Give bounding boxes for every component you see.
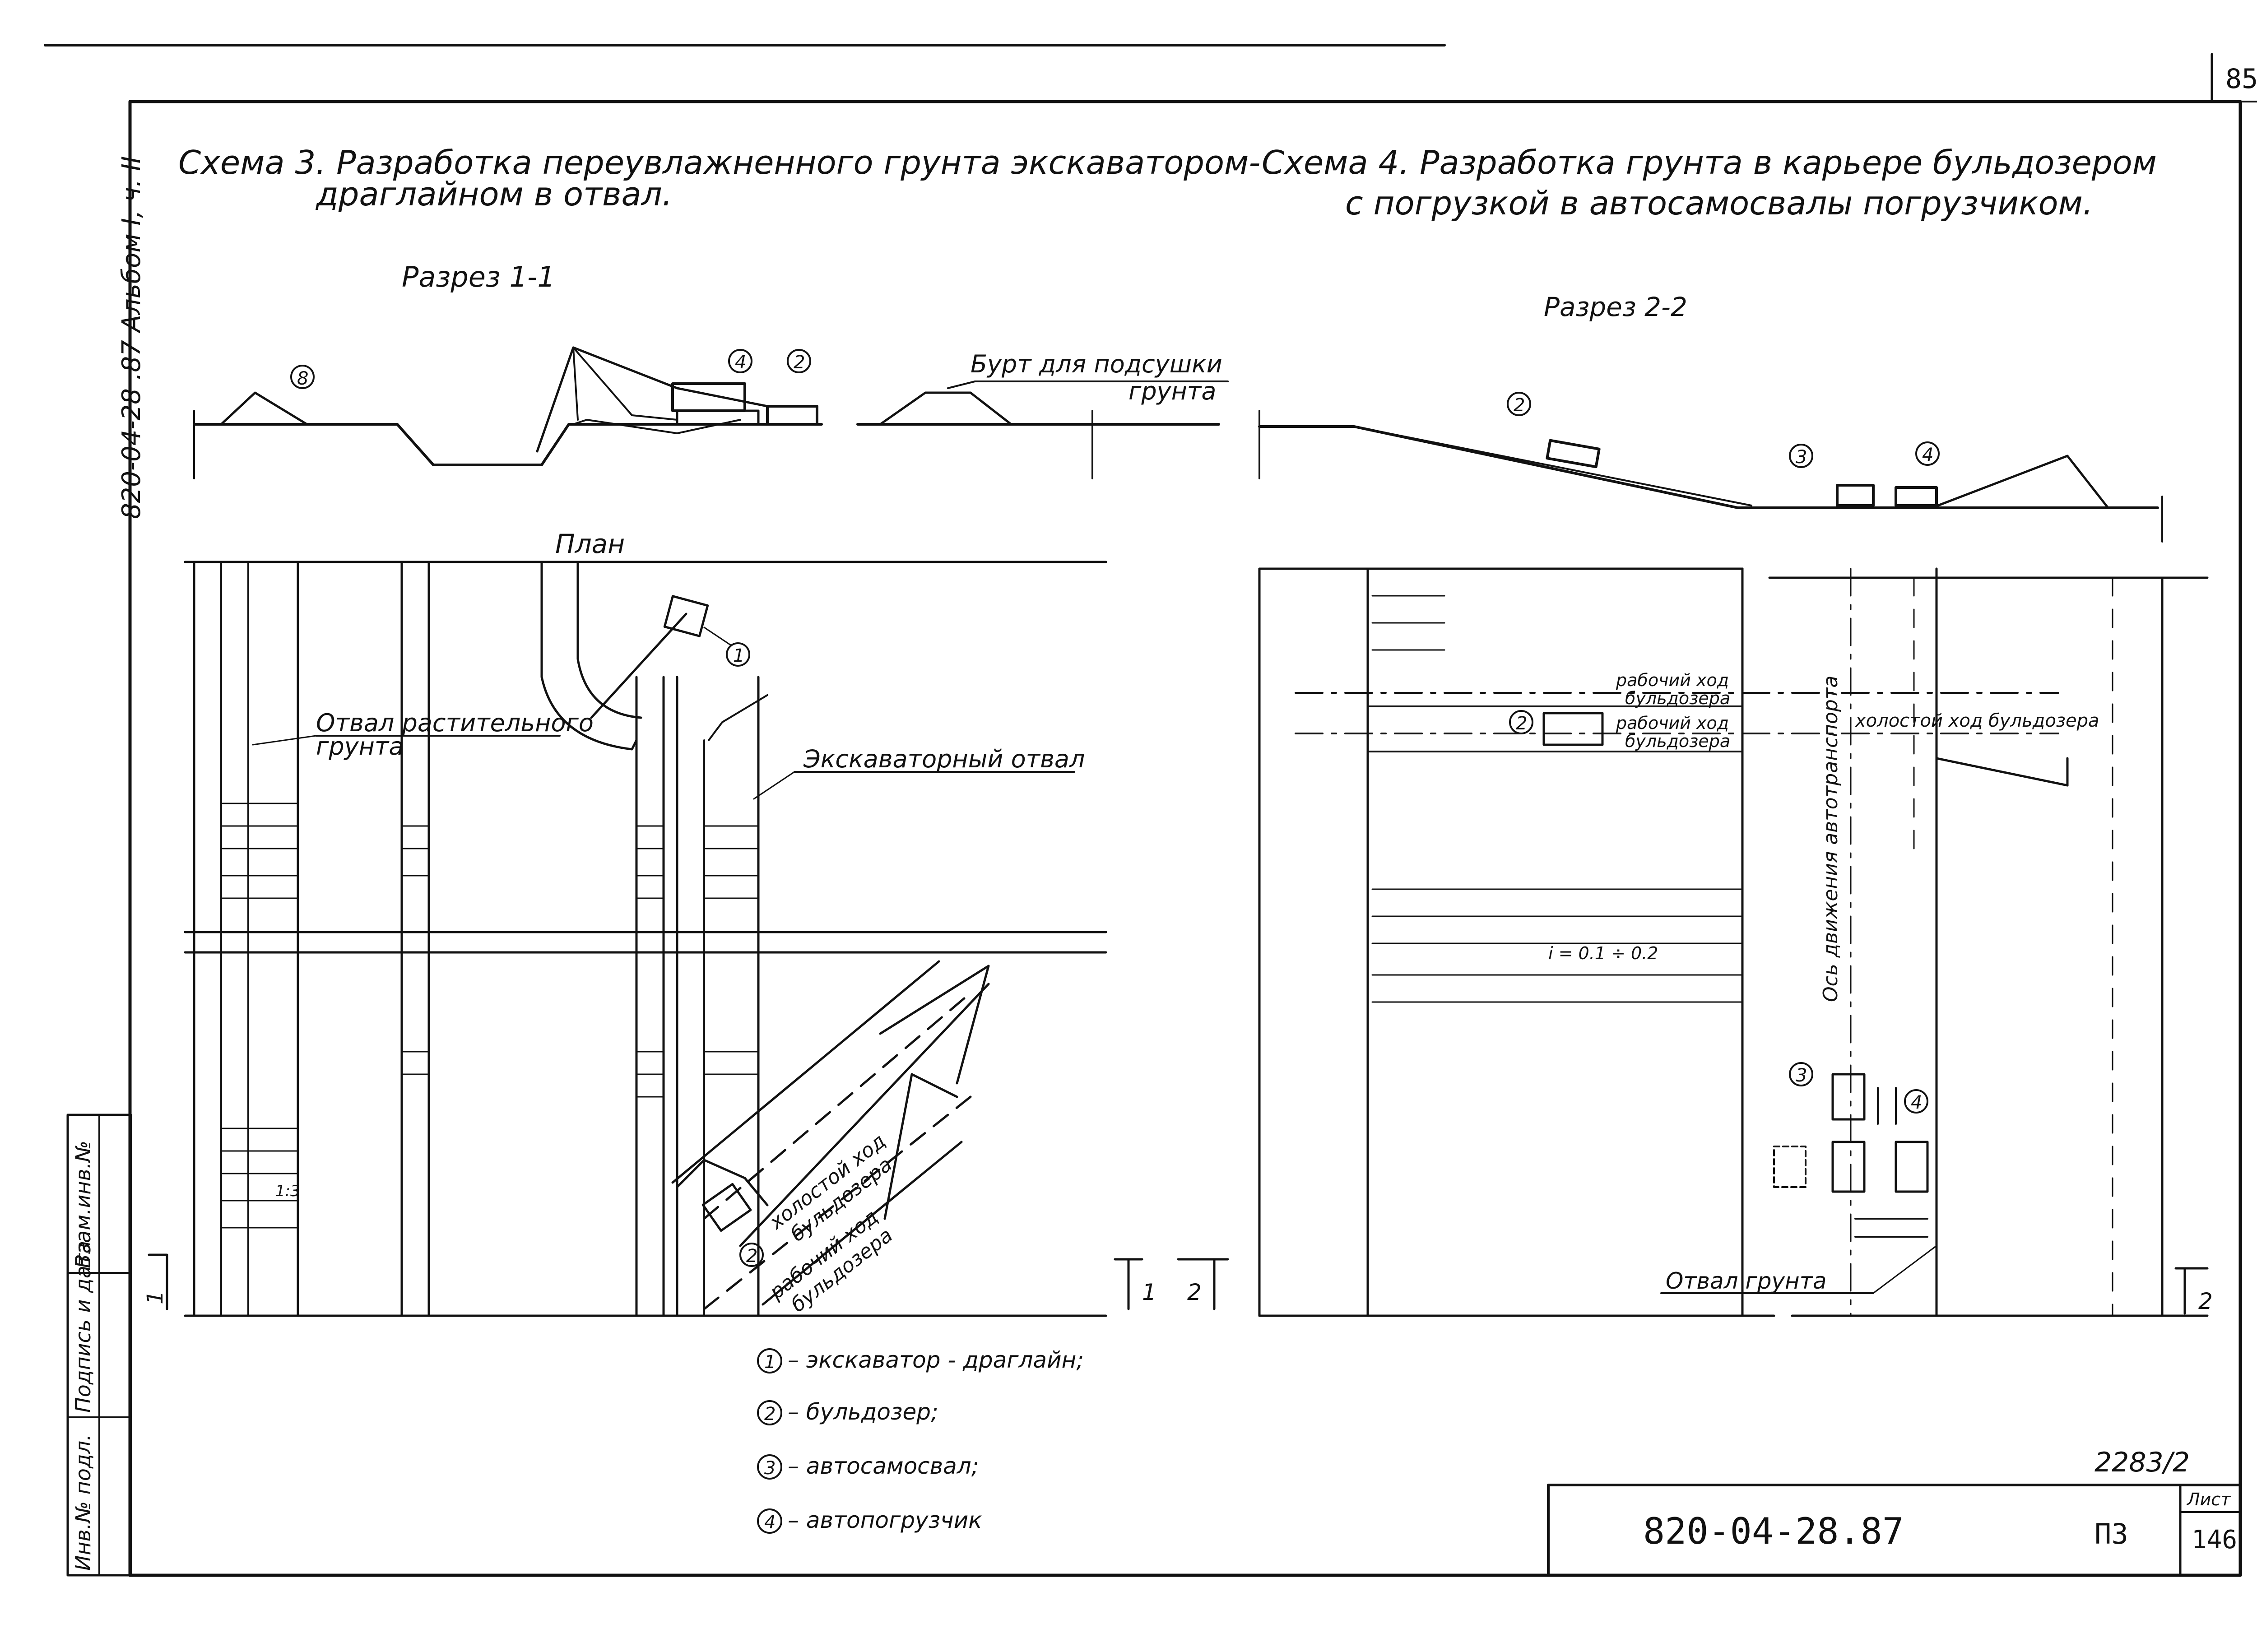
s4-work-a-line1: рабочий ход xyxy=(1616,670,1729,690)
sheet-number: 146 xyxy=(2192,1525,2237,1555)
scheme3-section-label: Разрез 1-1 xyxy=(402,260,555,293)
strip-inv-podl: Инв.№ подл. xyxy=(71,1434,95,1571)
scheme3-section-profile xyxy=(193,346,1220,479)
legend-text-4: – автопогрузчик xyxy=(788,1507,982,1533)
doc-section: ПЗ xyxy=(2094,1517,2128,1550)
sheet-label: Лист xyxy=(2186,1490,2231,1509)
label-rastitelny-line2: грунта xyxy=(316,732,404,761)
scheme4-section-profile xyxy=(1258,410,2163,543)
scheme4-title-line1: Схема 4. Разработка грунта в карьере бул… xyxy=(1262,144,2157,181)
legend: 1 – экскаватор - драглайн; 2 – бульдозер… xyxy=(757,1347,1084,1534)
scheme3-plan xyxy=(184,561,1107,1317)
s4-marker-4-text: 4 xyxy=(1922,445,1933,465)
strip-podpis: Подпись и дата xyxy=(71,1241,95,1413)
sheet-frame xyxy=(44,44,2257,1577)
s4-marker-4-plan-text: 4 xyxy=(1911,1092,1922,1113)
legend-num-3: 3 xyxy=(764,1458,776,1479)
s4-marker-3-plan-text: 3 xyxy=(1796,1065,1807,1086)
s4-marker-2-text: 2 xyxy=(1514,395,1525,416)
cut-1-left-text: 1 xyxy=(143,1290,168,1304)
strip-vzam: Взам.инв.№ xyxy=(71,1141,95,1268)
scheme4-marker-3-plan: 3 xyxy=(1789,1062,1813,1086)
s4-work-b-line2: бульдозера xyxy=(1625,731,1730,751)
marker-4-text: 4 xyxy=(735,352,746,373)
legend-num-4: 4 xyxy=(764,1512,776,1533)
page-number: 85 xyxy=(2225,63,2257,95)
cut-mark-2-s4: 2 xyxy=(2174,1267,2213,1315)
scheme3-marker-1: 1 xyxy=(726,642,750,667)
marker-1-text: 1 xyxy=(733,645,744,666)
s4-marker-3-text: 3 xyxy=(1796,447,1807,468)
doc-code: 820-04-28.87 xyxy=(1643,1510,1904,1552)
s4-work-a-line2: бульдозера xyxy=(1625,688,1730,708)
s4-idle-label: холостой ход бульдозера xyxy=(1854,710,2099,731)
scheme3-marker-2-section: 2 xyxy=(787,349,811,373)
s4-slope-formula: i = 0.1 ÷ 0.2 xyxy=(1548,943,1658,963)
scheme3-plan-label: План xyxy=(555,529,625,559)
callout-burt-line2: грунта xyxy=(1128,377,1216,405)
scheme4-marker-4-section: 4 xyxy=(1915,441,1940,466)
s4-label-otval: Отвал грунта xyxy=(1666,1268,1827,1294)
label-rastitelny-line1: Отвал растительного xyxy=(316,709,594,737)
left-strip xyxy=(66,1114,132,1577)
cut-mark-2-right: 2 xyxy=(1177,1258,1229,1310)
scheme3-title-line1: Схема 3. Разработка переувлажненного гру… xyxy=(178,144,1260,181)
marker-2-text: 2 xyxy=(794,352,805,373)
legend-text-3: – автосамосвал; xyxy=(788,1453,979,1479)
scheme4-section-label: Разрез 2-2 xyxy=(1544,292,1687,322)
s4-axis-label: Ось движения автотранспорта xyxy=(1819,676,1842,1002)
side-stamp: 820-04-28 .87 Альбом I, ч. II xyxy=(117,156,146,519)
slope-label: 1:3 xyxy=(275,1182,300,1200)
callout-burt-line1: Бурт для подсушки xyxy=(971,350,1222,378)
scheme4-marker-2-section: 2 xyxy=(1507,392,1531,416)
marker-8-text: 8 xyxy=(297,368,308,389)
cut-mark-1-left: 1 xyxy=(143,1253,168,1310)
legend-text-1: – экскаватор - драглайн; xyxy=(788,1347,1084,1373)
cut-1-right-text: 1 xyxy=(1142,1279,1156,1305)
scheme3-marker-8: 8 xyxy=(290,365,315,389)
scheme3-marker-4: 4 xyxy=(728,349,752,373)
scheme4-marker-3-section: 3 xyxy=(1789,444,1813,468)
scheme4-plan xyxy=(1258,567,2209,1317)
scheme4-marker-4-plan: 4 xyxy=(1904,1089,1928,1114)
title-block xyxy=(1547,1484,2242,1577)
label-excav-otval: Экскаваторный отвал xyxy=(803,745,1085,773)
legend-num-1: 1 xyxy=(764,1352,776,1373)
handnote: 2283/2 xyxy=(2094,1447,2190,1478)
scheme3-marker-2-plan: 2 xyxy=(739,1243,764,1267)
scheme4-title-line2: с погрузкой в автосамосвалы погрузчиком. xyxy=(1345,184,2093,222)
scheme4-marker-2-plan: 2 xyxy=(1509,710,1533,734)
cut-2-s4-text: 2 xyxy=(2198,1288,2213,1314)
cut-2-right-text: 2 xyxy=(1187,1279,1202,1305)
legend-text-2: – бульдозер; xyxy=(788,1399,938,1425)
cut-mark-1-right: 1 xyxy=(1114,1258,1156,1310)
scheme3-title-line2: драглайном в отвал. xyxy=(315,175,672,213)
s4-marker-2-plan-text: 2 xyxy=(1516,713,1527,734)
s4-work-b-line1: рабочий ход xyxy=(1616,713,1729,733)
marker-2-plan-text: 2 xyxy=(746,1246,757,1267)
legend-num-2: 2 xyxy=(764,1404,776,1425)
